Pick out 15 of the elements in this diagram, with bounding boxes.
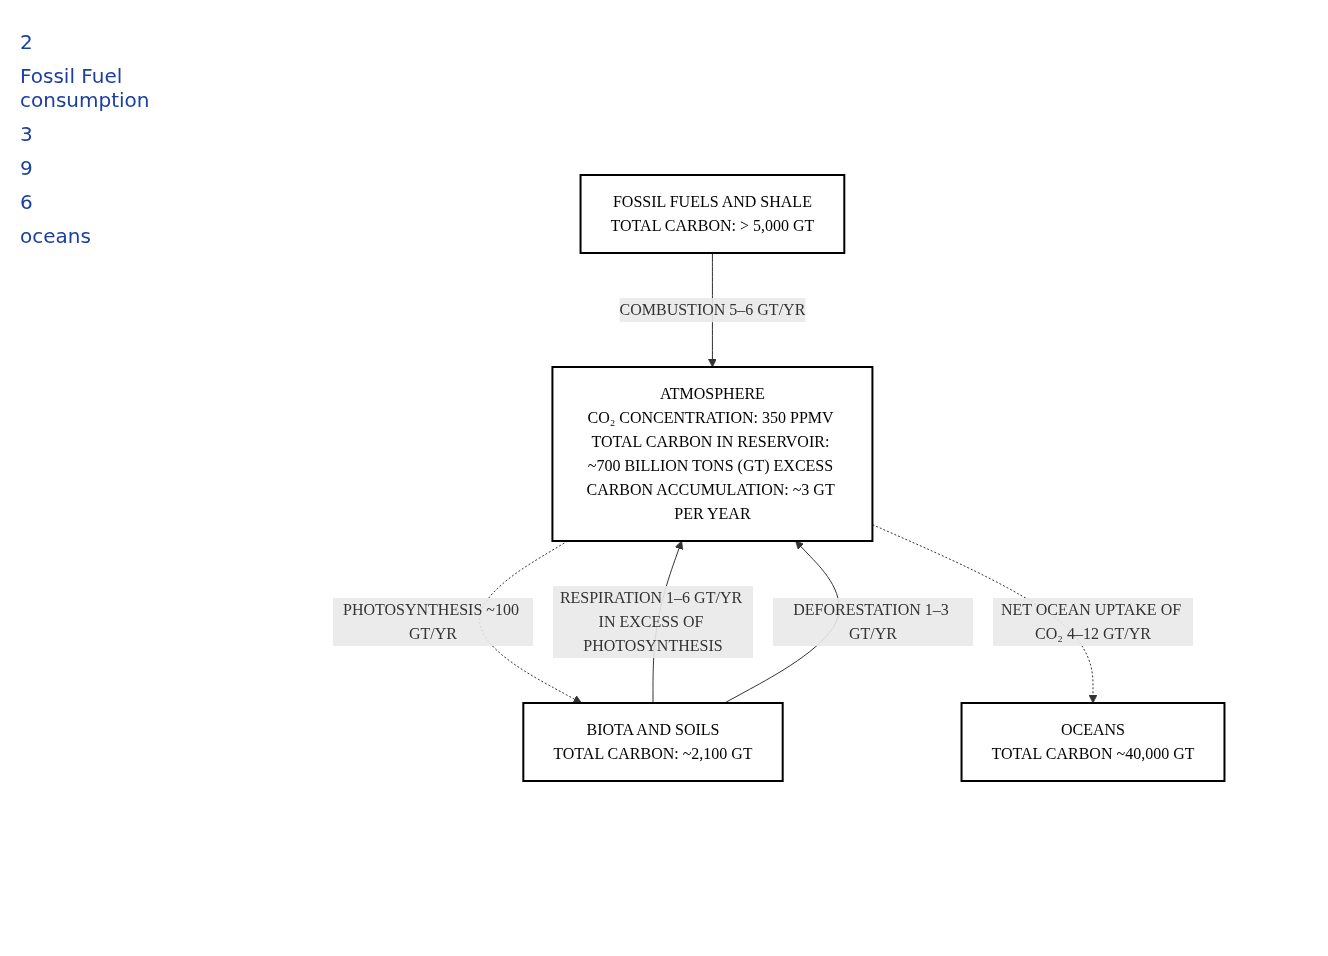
handwritten-note: 3	[20, 122, 34, 146]
edge-label: NET OCEAN UPTAKE OF CO₂ 4–12 GT/YR	[1001, 601, 1182, 642]
node-box: OCEANS TOTAL CARBON ~40,000 GT	[960, 702, 1226, 782]
handwritten-note: 2	[20, 30, 34, 54]
handwritten-note: 6	[20, 190, 34, 214]
handwritten-note: 9	[20, 156, 34, 180]
node-box: FOSSIL FUELS AND SHALE TOTAL CARBON: > 5,000 GT	[579, 174, 846, 254]
handwritten-note: oceans	[20, 224, 92, 248]
node-box: ATMOSPHERE CO₂ CONCENTRATION: 350 PPMV TOTAL CARBON IN RESERVOIR: ~700 BILLION TONS (GT) EXCESS CARBON ACCUMULATION: ~3 GT PER YEAR	[551, 366, 874, 542]
handwritten-note: Fossil Fuel consumption	[20, 64, 151, 112]
node-box: BIOTA AND SOILS TOTAL CARBON: ~2,100 GT	[522, 702, 784, 782]
edge-label: DEFORESTATION 1–3 GT/YR	[793, 601, 950, 642]
edge-label: RESPIRATION 1–6 GT/YR IN EXCESS OF PHOTOSYNTHESIS	[560, 589, 743, 654]
edge-label: PHOTOSYNTHESIS ~100 GT/YR	[343, 601, 520, 642]
edge-label: COMBUSTION 5–6 GT/YR	[619, 301, 806, 318]
